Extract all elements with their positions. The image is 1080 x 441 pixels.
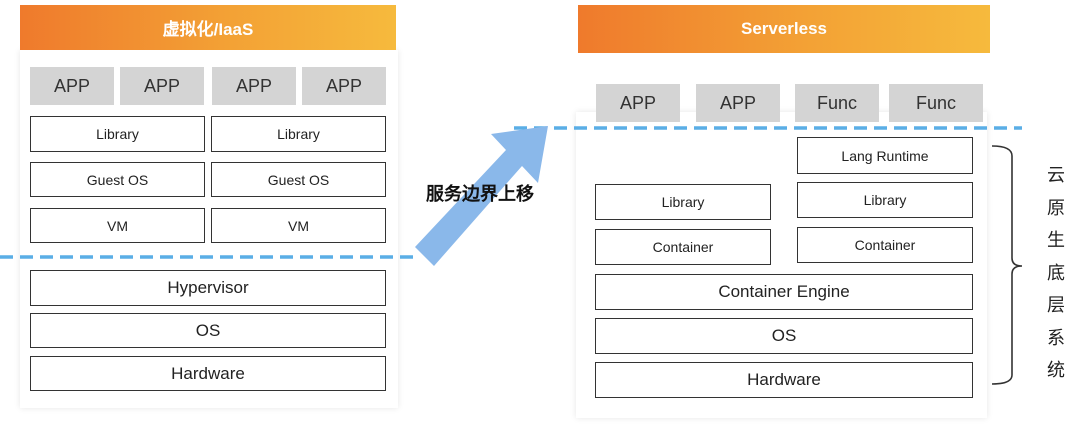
iaas-os: OS — [30, 313, 386, 348]
serverless-library-2: Library — [797, 182, 973, 218]
iaas-vm-1: VM — [30, 208, 205, 243]
side-label-char: 统 — [1047, 360, 1065, 381]
serverless-app-2: APP — [696, 84, 780, 122]
iaas-hypervisor: Hypervisor — [30, 270, 386, 306]
iaas-library-1: Library — [30, 116, 205, 152]
serverless-hardware: Hardware — [595, 362, 973, 398]
iaas-app-1: APP — [30, 67, 114, 105]
side-label-char: 原 — [1047, 197, 1065, 219]
serverless-app-1: APP — [596, 84, 680, 122]
iaas-guest-os-2: Guest OS — [211, 162, 386, 197]
side-label-char: 生 — [1047, 230, 1065, 251]
iaas-library-2: Library — [211, 116, 386, 152]
serverless-library-1: Library — [595, 184, 771, 220]
serverless-header: Serverless — [578, 5, 990, 53]
side-label-char: 底 — [1047, 262, 1065, 284]
boundary-up-arrow — [415, 126, 548, 266]
iaas-vm-2: VM — [211, 208, 386, 243]
iaas-app-2: APP — [120, 67, 204, 105]
service-boundary-shift-label: 服务边界上移 — [426, 184, 534, 205]
side-label-char: 层 — [1047, 295, 1065, 316]
serverless-container-1: Container — [595, 229, 771, 265]
cloud-native-underlying-system-label: 云 原 生 底 层 系 统 — [1044, 160, 1068, 388]
iaas-guest-os-1: Guest OS — [30, 162, 205, 197]
serverless-func-1: Func — [795, 84, 879, 122]
serverless-container-engine: Container Engine — [595, 274, 973, 310]
serverless-func-2: Func — [889, 84, 983, 122]
iaas-app-3: APP — [212, 67, 296, 105]
cloud-native-bracket — [991, 145, 1023, 385]
side-label-char: 系 — [1047, 327, 1065, 349]
iaas-app-4: APP — [302, 67, 386, 105]
serverless-lang-runtime: Lang Runtime — [797, 137, 973, 174]
iaas-header: 虚拟化/IaaS — [20, 5, 396, 50]
iaas-hardware: Hardware — [30, 356, 386, 391]
serverless-os: OS — [595, 318, 973, 354]
serverless-container-2: Container — [797, 227, 973, 263]
side-label-char: 云 — [1047, 165, 1065, 186]
